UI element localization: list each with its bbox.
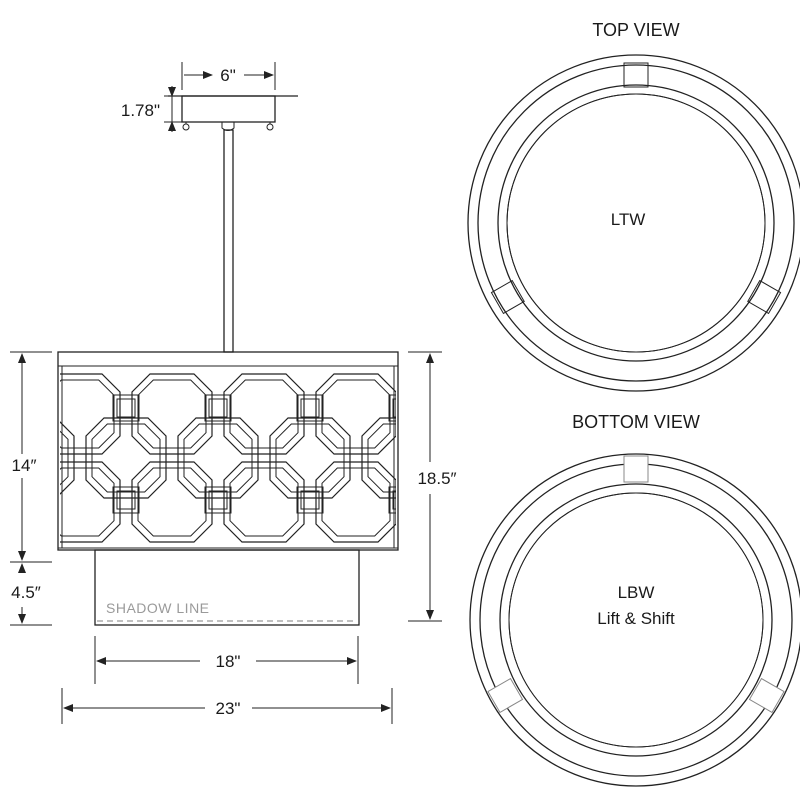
shade-height-dimension: 14″ xyxy=(10,351,52,563)
canopy-height-dimension: 1.78" xyxy=(121,86,182,132)
lattice-square xyxy=(392,398,396,418)
lattice-octagon xyxy=(60,467,115,537)
drum-shade xyxy=(21,351,399,551)
lattice-square xyxy=(21,395,47,421)
lattice-square xyxy=(204,394,232,422)
overall-height-label: 18.5″ xyxy=(417,469,456,488)
lattice-octagon xyxy=(60,373,121,455)
diffuser-drop-dimension: 4.5″ xyxy=(10,563,52,626)
lattice-octagon xyxy=(269,417,351,499)
top-view: TOP VIEW LTW xyxy=(467,20,800,392)
lattice-square xyxy=(296,394,324,422)
lattice-octagon xyxy=(321,467,391,537)
lattice-square xyxy=(296,486,324,514)
shade-width-dimension: 23" xyxy=(61,688,393,724)
diffuser-drop-label: 4.5″ xyxy=(11,583,41,602)
top-view-label: LTW xyxy=(611,210,646,229)
lattice-square xyxy=(392,490,396,510)
lattice-octagon xyxy=(223,461,305,543)
lattice-octagon xyxy=(137,467,207,537)
lattice-octagon xyxy=(367,423,396,493)
lattice-octagon xyxy=(321,379,391,449)
shade-width-label: 23" xyxy=(216,699,241,718)
canopy-height-label: 1.78" xyxy=(121,101,160,120)
bottom-view-spokes xyxy=(487,455,785,714)
lattice-square xyxy=(25,491,43,509)
lattice-square xyxy=(116,398,136,418)
bottom-view-title: BOTTOM VIEW xyxy=(572,412,700,432)
diffuser-width-label: 18" xyxy=(216,652,241,671)
lattice-octagon xyxy=(137,379,207,449)
lattice-square xyxy=(388,486,396,514)
stem xyxy=(223,129,234,353)
diffuser: SHADOW LINE xyxy=(94,549,360,626)
lattice-octagon xyxy=(85,417,167,499)
top-view-title: TOP VIEW xyxy=(592,20,679,40)
lattice-square xyxy=(388,394,396,422)
lattice-octagon xyxy=(183,423,253,493)
lattice-octagon xyxy=(60,379,115,449)
diffuser-width-dimension: 18" xyxy=(94,636,359,684)
lattice-octagon xyxy=(131,461,213,543)
lattice-square xyxy=(21,487,47,513)
shadow-line-label: SHADOW LINE xyxy=(106,600,210,616)
lattice-square xyxy=(112,394,140,422)
bottom-view: BOTTOM VIEW LBW Lift & Shift xyxy=(469,412,800,787)
lattice-octagon xyxy=(223,373,305,455)
lattice-octagon xyxy=(229,467,299,537)
overall-height-dimension: 18.5″ xyxy=(408,351,457,622)
lattice-square xyxy=(116,490,136,510)
lattice-octagon xyxy=(60,421,75,495)
lattice-octagon xyxy=(229,379,299,449)
canopy-width-label: 6" xyxy=(220,66,236,85)
lattice-square xyxy=(208,398,228,418)
lattice-octagon xyxy=(315,461,396,543)
lattice-square xyxy=(204,486,232,514)
bottom-view-label-line1: LBW xyxy=(618,583,655,602)
top-view-spokes xyxy=(490,62,782,315)
canopy xyxy=(168,95,298,131)
canopy-width-dimension: 6" xyxy=(181,62,276,90)
lattice-octagon xyxy=(91,423,161,493)
lattice-octagon xyxy=(131,373,213,455)
lattice-square xyxy=(300,490,320,510)
lattice-octagon xyxy=(275,423,345,493)
lattice-octagon xyxy=(361,417,396,499)
bottom-view-label-line2: Lift & Shift xyxy=(597,609,675,628)
lattice-octagon xyxy=(60,461,121,543)
lattice-octagon xyxy=(177,417,259,499)
lattice-octagon xyxy=(315,373,396,455)
shade-height-label: 14″ xyxy=(12,456,37,475)
lattice-square xyxy=(300,398,320,418)
side-elevation: 6" 1.78" SHADOW LINE xyxy=(10,62,457,724)
octagon-lattice xyxy=(21,373,396,543)
lattice-square xyxy=(25,399,43,417)
lattice-square xyxy=(208,490,228,510)
lattice-square xyxy=(112,486,140,514)
